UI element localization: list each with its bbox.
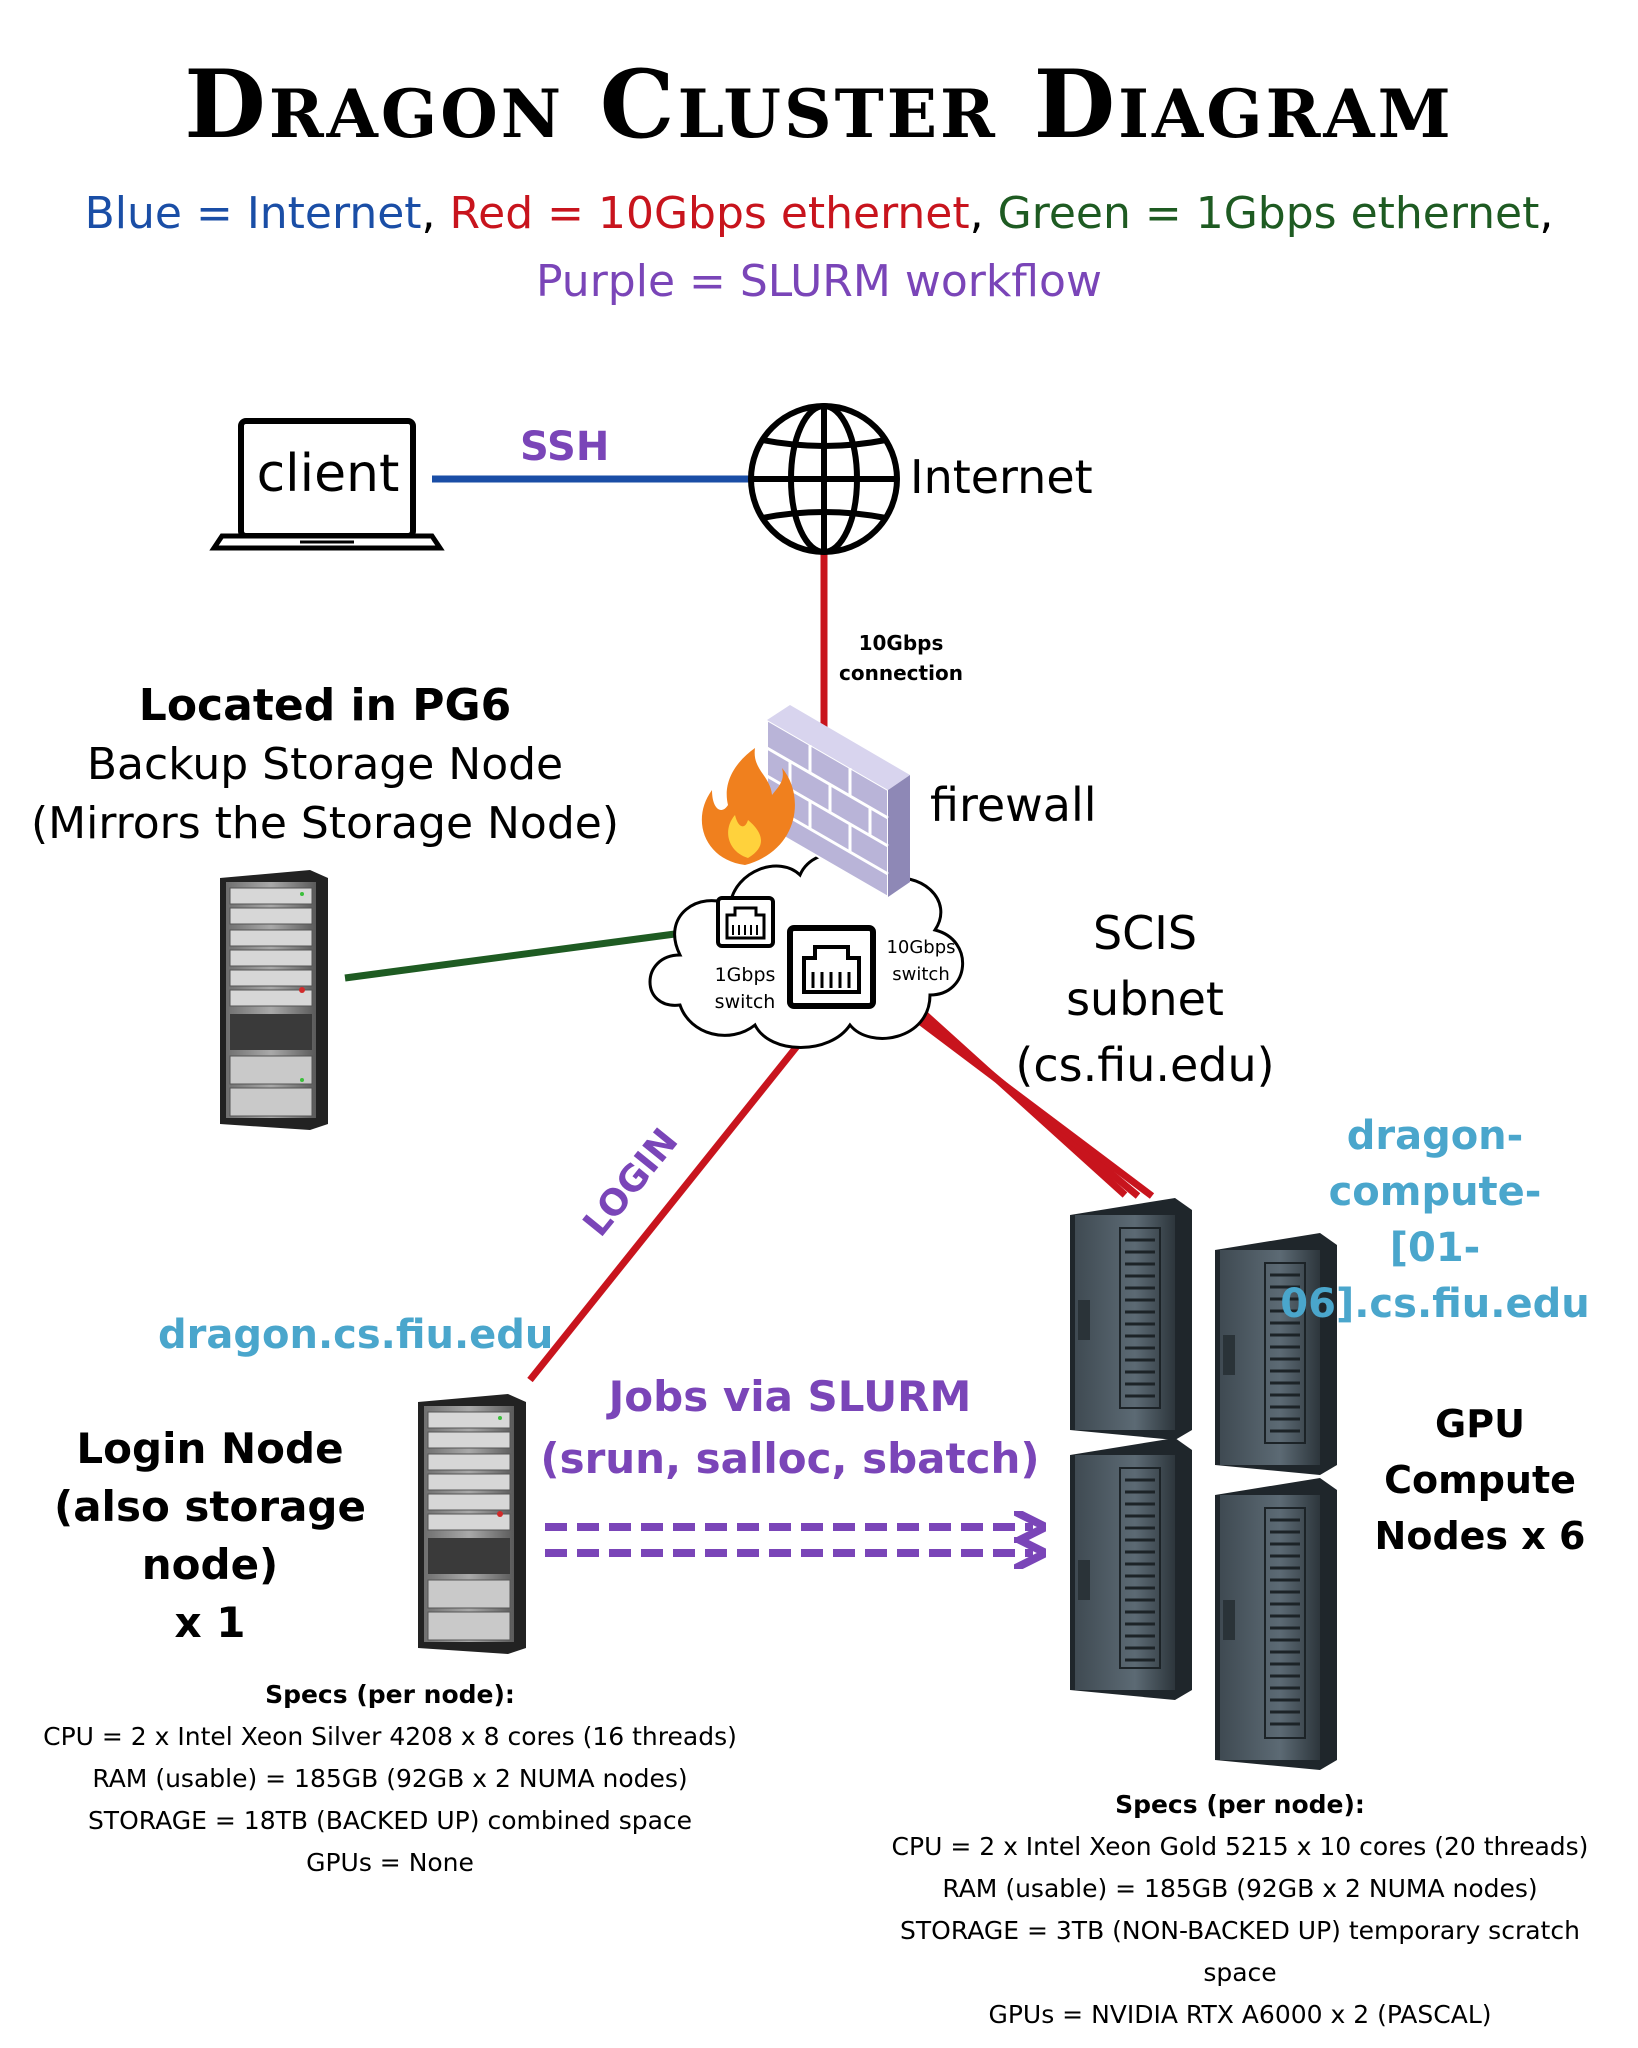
switch-1g-label-line1: 1Gbps (714, 964, 776, 986)
login-node-name-1: Login Node (76, 1424, 344, 1473)
subnet-label-line2: (cs.fiu.edu) (1015, 1038, 1275, 1092)
compute-node-name-1: GPU Compute (1384, 1402, 1576, 1502)
backup-node-label: Located in PG6 Backup Storage Node (Mirr… (30, 676, 620, 853)
compute-spec-storage: STORAGE = 3TB (NON-BACKED UP) temporary … (900, 1916, 1580, 1987)
compute-hostname: dragon-compute- [01-06].cs.fiu.edu (1245, 1108, 1625, 1332)
client-label: client (256, 444, 400, 504)
compute-tower-2 (1215, 1233, 1337, 1475)
rack-server-icon (220, 870, 328, 1130)
diagram-title: Dragon Cluster Diagram (184, 50, 1454, 160)
legend-green: Green = 1Gbps ethernet (997, 188, 1540, 239)
login-link-label: LOGIN (576, 1121, 687, 1244)
switch-1g-label-line2: switch (714, 991, 776, 1013)
compute-hostname-line1: dragon-compute- (1328, 1113, 1542, 1215)
login-spec-storage: STORAGE = 18TB (BACKED UP) combined spac… (87, 1806, 693, 1835)
login-server-icon (418, 1394, 526, 1654)
connection-label: 10Gbps connection (836, 628, 966, 688)
legend-separator: , (421, 188, 436, 239)
login-spec-cpu: CPU = 2 x Intel Xeon Silver 4208 x 8 cor… (43, 1722, 737, 1751)
login-node-label: Login Node (also storage node) x 1 (10, 1420, 410, 1652)
switch-10g-label-line2: switch (892, 964, 950, 985)
login-spec-ram: RAM (usable) = 185GB (92GB x 2 NUMA node… (92, 1764, 688, 1793)
tower-server-icon (1070, 1198, 1337, 1770)
ssh-label: SSH (520, 424, 610, 470)
backup-note: (Mirrors the Storage Node) (30, 798, 620, 849)
compute-spec-ram: RAM (usable) = 185GB (92GB x 2 NUMA node… (942, 1874, 1538, 1903)
slurm-label-line2: (srun, salloc, sbatch) (540, 1434, 1040, 1483)
switch-10g-icon (787, 925, 876, 1009)
legend-line-2: Purple = SLURM workflow (0, 256, 1638, 307)
laptop-icon (209, 418, 445, 551)
compute-tower-3 (1070, 1438, 1192, 1700)
internet-label: Internet (910, 450, 1093, 504)
compute-spec-cpu: CPU = 2 x Intel Xeon Gold 5215 x 10 core… (891, 1832, 1589, 1861)
compute-specs: Specs (per node): CPU = 2 x Intel Xeon G… (860, 1784, 1620, 2036)
slurm-label: Jobs via SLURM (srun, salloc, sbatch) (540, 1366, 1040, 1490)
backup-name: Backup Storage Node (86, 739, 564, 790)
compute-specs-title: Specs (per node): (1115, 1790, 1365, 1819)
login-specs-title: Specs (per node): (265, 1680, 515, 1709)
compute-tower-4 (1215, 1478, 1337, 1770)
legend-separator: , (1539, 188, 1554, 239)
login-node-name-3: x 1 (174, 1598, 246, 1647)
backup-location: Located in PG6 (138, 680, 512, 731)
compute-node-label: GPU Compute Nodes x 6 (1340, 1396, 1620, 1564)
backup-node-link (344, 926, 706, 982)
connection-label-line1: 10Gbps (858, 631, 944, 655)
connection-label-line2: connection (839, 661, 963, 685)
globe-icon (748, 403, 900, 555)
legend-red: Red = 10Gbps ethernet (449, 188, 970, 239)
login-link (527, 1017, 821, 1383)
legend-blue: Blue = Internet (84, 188, 422, 239)
compute-node-name-2: Nodes x 6 (1374, 1514, 1586, 1558)
compute-hostname-line2: [01-06].cs.fiu.edu (1280, 1225, 1590, 1327)
legend-line-1: Blue = Internet, Red = 10Gbps ethernet, … (0, 188, 1638, 239)
compute-tower-1 (1070, 1198, 1192, 1440)
switch-1g-label: 1Gbps switch (700, 962, 790, 1016)
switch-1g-icon (716, 896, 775, 948)
legend-purple: Purple = SLURM workflow (536, 256, 1102, 307)
compute-link-3 (915, 1017, 1155, 1199)
compute-spec-gpus: GPUs = NVIDIA RTX A6000 x 2 (PASCAL) (988, 2000, 1492, 2029)
switch-10g-label: 10Gbps switch (876, 934, 966, 988)
firewall-icon (701, 705, 910, 899)
firewall-label: firewall (930, 778, 1097, 832)
subnet-label: SCIS subnet (cs.fiu.edu) (1010, 900, 1280, 1098)
flame-icon (701, 748, 795, 865)
switch-10g-label-line1: 10Gbps (886, 937, 956, 958)
subnet-label-line1: SCIS subnet (1066, 906, 1224, 1026)
slurm-label-line1: Jobs via SLURM (608, 1372, 972, 1421)
login-spec-gpus: GPUs = None (306, 1848, 474, 1877)
login-specs: Specs (per node): CPU = 2 x Intel Xeon S… (20, 1674, 760, 1884)
login-node-name-2: (also storage node) (54, 1482, 366, 1589)
login-hostname: dragon.cs.fiu.edu (158, 1312, 554, 1358)
legend-separator: , (969, 188, 984, 239)
